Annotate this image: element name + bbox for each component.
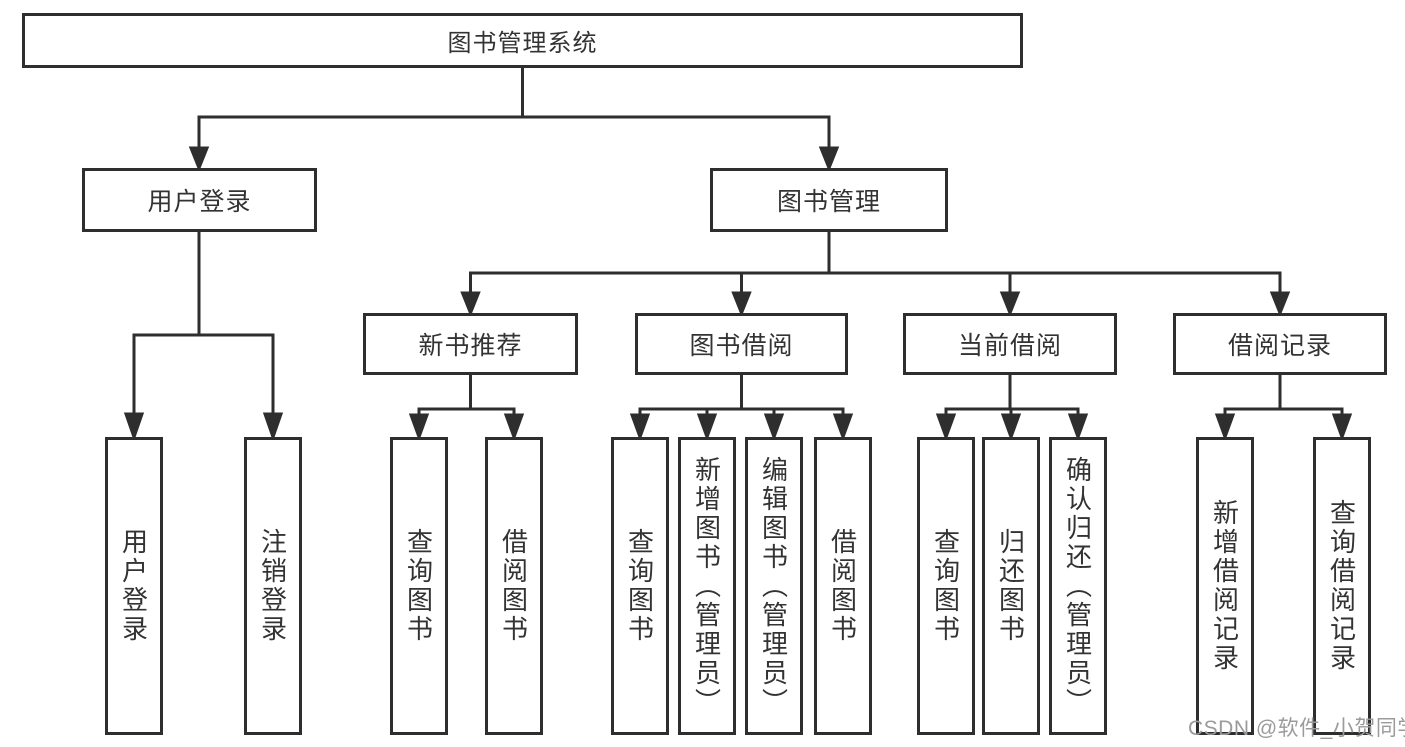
leaf-add-book-admin: 新增图书（管理员） (678, 437, 736, 735)
node-current-borrowing: 当前借阅 (903, 313, 1117, 375)
connector-borrow-records-to-leaves (1214, 375, 1353, 442)
leaf-add-borrow-record: 新增借阅记录 (1196, 437, 1254, 735)
connector-book-borrow-to-leaves (629, 375, 854, 442)
leaf-borrow-books-recommend: 借阅图书 (485, 437, 543, 735)
csdn-watermark: CSDN @软件_小贺同学 (1188, 717, 1405, 740)
connector-new-book-to-leaves (408, 375, 525, 442)
leaf-query-books-borrow: 查询图书 (611, 437, 669, 735)
leaf-query-books-recommend: 查询图书 (390, 437, 448, 735)
connector-root-to-level2 (188, 68, 840, 173)
connector-book-management-to-level3 (460, 232, 1291, 318)
leaf-borrow-books: 借阅图书 (814, 437, 872, 735)
node-library-management-system: 图书管理系统 (22, 13, 1023, 68)
node-book-management: 图书管理 (710, 168, 948, 232)
leaf-logout: 注销登录 (244, 437, 302, 735)
node-user-login: 用户登录 (82, 168, 317, 232)
leaf-edit-book-admin: 编辑图书（管理员） (745, 437, 803, 735)
connector-current-borrow-to-leaves (935, 375, 1089, 442)
leaf-query-borrow-record: 查询借阅记录 (1313, 437, 1371, 735)
node-book-borrowing: 图书借阅 (635, 313, 848, 375)
leaf-user-login: 用户登录 (105, 437, 163, 735)
node-borrowing-records: 借阅记录 (1173, 313, 1387, 375)
leaf-confirm-return-admin: 确认归还（管理员） (1049, 437, 1107, 735)
connector-user-login-to-leaves (123, 232, 284, 442)
leaf-return-book: 归还图书 (982, 437, 1040, 735)
node-new-book-recommendation: 新书推荐 (363, 313, 578, 375)
leaf-query-books-current: 查询图书 (917, 437, 975, 735)
